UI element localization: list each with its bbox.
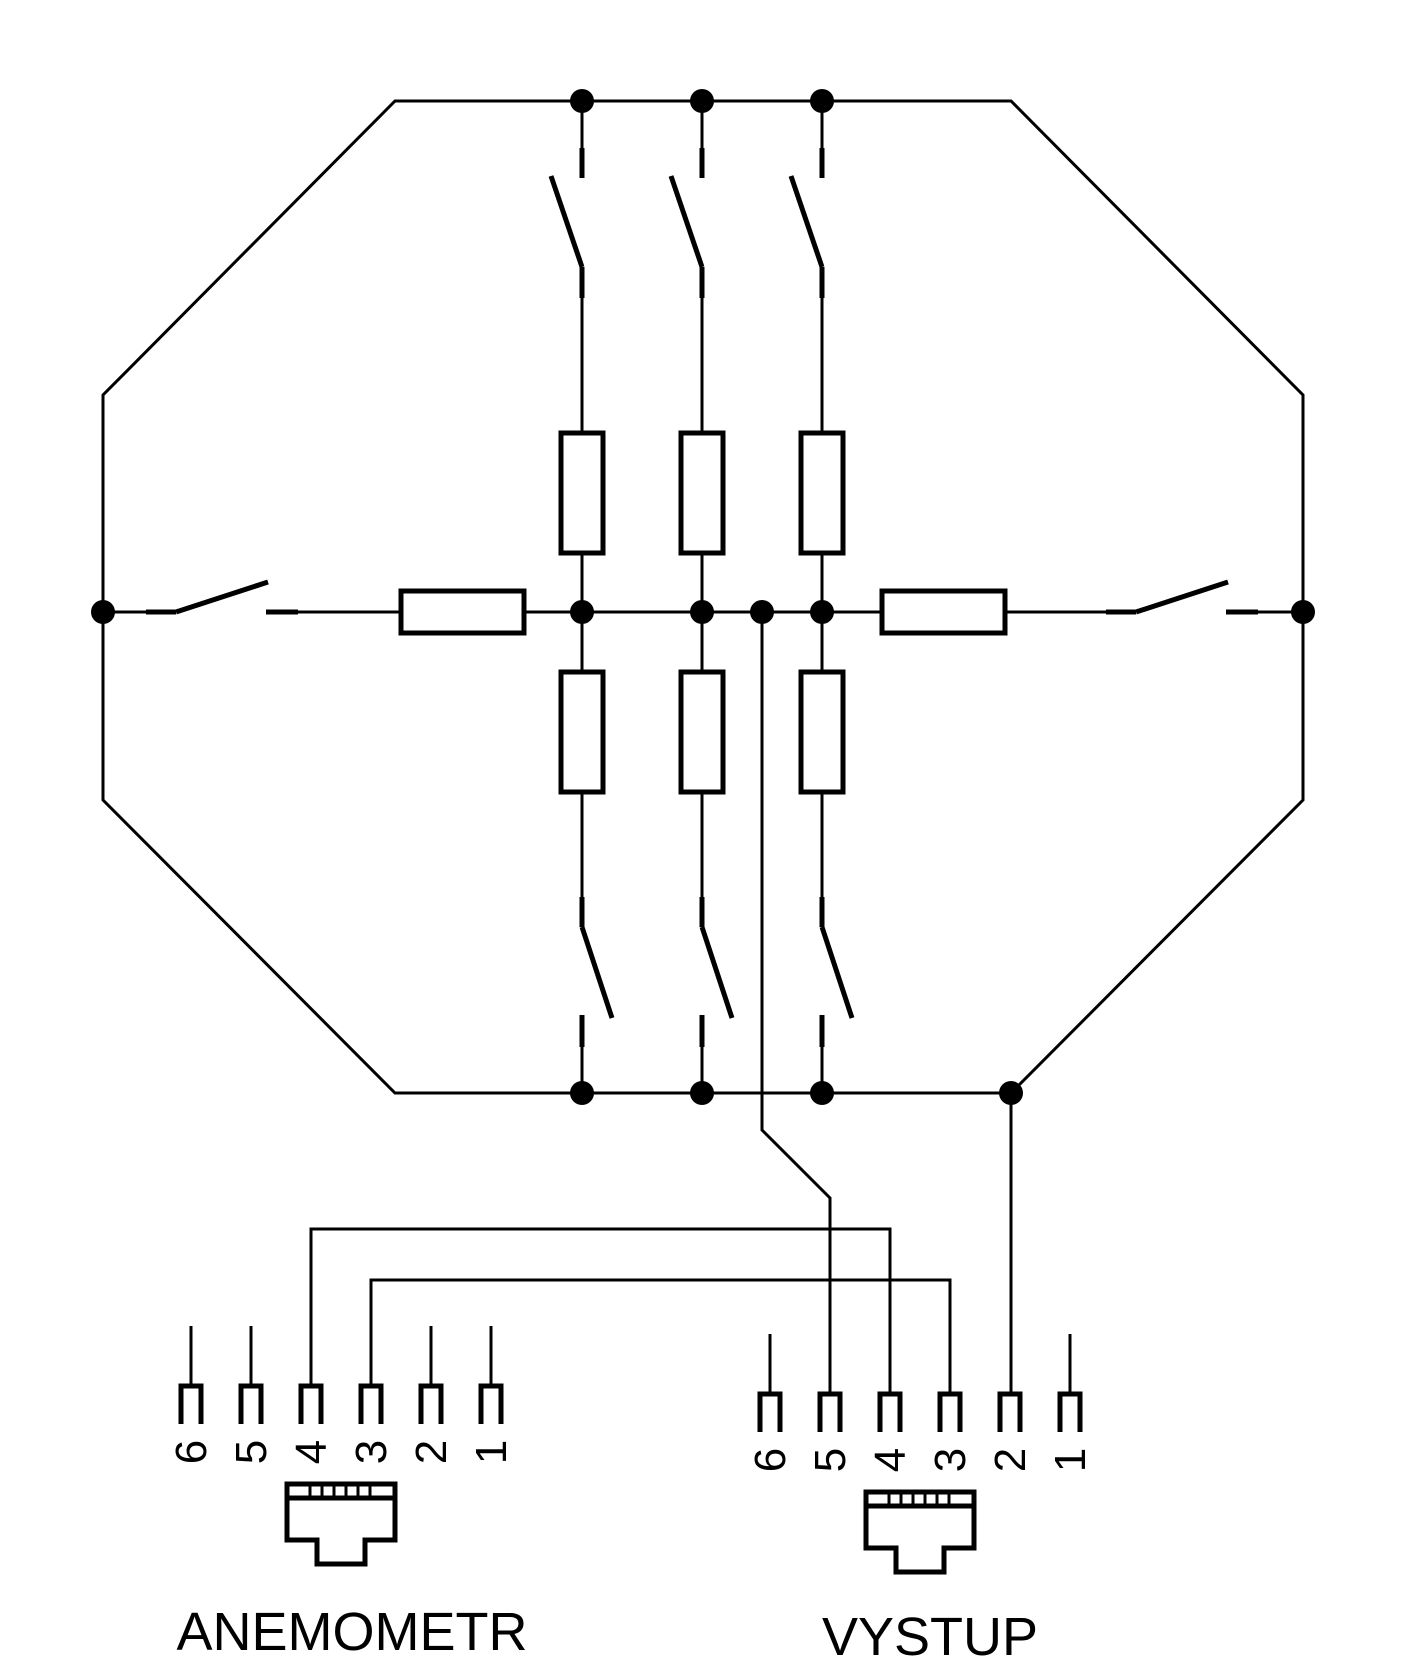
pin-label: 3 — [926, 1448, 975, 1472]
pin-labels: 6 5 4 3 2 1 — [167, 1440, 516, 1464]
connector-title: ANEMOMETR — [177, 1602, 528, 1662]
pin-terminals — [178, 1383, 504, 1424]
pin-label: 2 — [986, 1448, 1035, 1472]
upper-branch-2 — [668, 101, 726, 612]
switch-blade-upper-3 — [788, 175, 825, 268]
rj-jack-icon — [284, 1481, 398, 1567]
switch-blade-left — [175, 579, 269, 615]
resistor-lower-3 — [798, 669, 846, 795]
junction-right-side — [1291, 600, 1315, 624]
wire-center-to-vystup-5 — [760, 612, 832, 1394]
pin-label: 1 — [1046, 1448, 1095, 1472]
resistor-upper-1 — [558, 430, 606, 556]
lower-branch-3 — [798, 612, 855, 1093]
pin-label: 3 — [347, 1440, 396, 1464]
bottom-bus-junctions — [570, 1081, 1023, 1105]
junction-left-side — [91, 600, 115, 624]
switch-blade-upper-2 — [668, 175, 705, 268]
lower-branch-2 — [678, 612, 735, 1093]
resistor-left — [398, 588, 527, 636]
switch-blade-lower-2 — [699, 926, 735, 1019]
connector-wiring — [189, 612, 1072, 1394]
resistor-lower-1 — [558, 669, 606, 795]
wire-anemometr-4-to-vystup-4 — [309, 1227, 892, 1394]
wire-anemometr-3-to-vystup-3 — [369, 1278, 952, 1394]
pin-label: 6 — [746, 1448, 795, 1472]
switch-blade-upper-1 — [548, 175, 585, 268]
upper-branch-1 — [548, 101, 606, 612]
switch-blade-lower-1 — [579, 926, 615, 1019]
pin-label: 1 — [467, 1440, 516, 1464]
resistor-lower-2 — [678, 669, 726, 795]
pin-labels: 6 5 4 3 2 1 — [746, 1448, 1095, 1472]
pin-label: 5 — [806, 1448, 855, 1472]
resistor-right — [879, 588, 1008, 636]
pin-label: 2 — [407, 1440, 456, 1464]
switch-blade-lower-3 — [819, 926, 855, 1019]
pin-label: 4 — [287, 1440, 336, 1464]
junction-bottom-1 — [570, 1081, 594, 1105]
connector-vystup: 6 5 4 3 2 1 VYSTUP — [746, 1391, 1095, 1667]
pin-label: 4 — [866, 1448, 915, 1472]
junction-bottom-3 — [810, 1081, 834, 1105]
resistor-upper-3 — [798, 430, 846, 556]
pin-terminals — [757, 1391, 1083, 1432]
connector-anemometr: 6 5 4 3 2 1 ANEMOMETR — [167, 1383, 528, 1662]
pin-label: 5 — [227, 1440, 276, 1464]
upper-branch-3 — [788, 101, 846, 612]
resistor-upper-2 — [678, 430, 726, 556]
connector-title: VYSTUP — [822, 1607, 1038, 1667]
rj-jack-icon — [863, 1489, 977, 1575]
pin-label: 6 — [167, 1440, 216, 1464]
switch-blade-right — [1135, 579, 1229, 615]
junction-bottom-2 — [690, 1081, 714, 1105]
lower-branch-1 — [558, 612, 615, 1093]
